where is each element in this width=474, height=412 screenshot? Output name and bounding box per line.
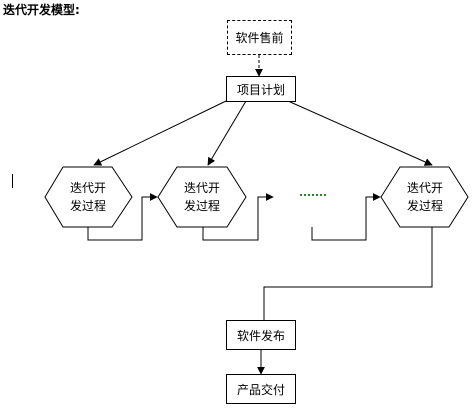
iteration-n-line-2: 发过程 [406,199,443,213]
iteration-n-hexagon [380,166,469,228]
planning-box: 项目计划 [226,76,296,102]
planning-label: 项目计划 [236,82,285,97]
connector-iteration-2-out [202,193,274,241]
arrow-planning-to-iteration-2 [207,100,247,166]
iteration-2-label: 迭代开 发过程 [157,179,247,215]
release-box: 软件发布 [226,320,296,350]
page-title: 迭代开发模型: [3,3,80,17]
connector-iteration-n-to-release [263,227,433,320]
delivery-box: 产品交付 [226,374,296,404]
arrow-planning-to-iteration-n [287,100,433,166]
delivery-label: 产品交付 [236,382,285,397]
iteration-2-line-2: 发过程 [183,199,220,213]
arrow-planning-to-iteration-1 [93,100,227,166]
iteration-n-label: 迭代开 发过程 [380,179,470,215]
iteration-1-label: 迭代开 发过程 [43,179,133,215]
iteration-1-hexagon [44,166,133,228]
connector-iteration-1-to-2 [87,193,158,241]
iteration-2-hexagon [157,166,247,228]
text-cursor-mark [12,174,13,188]
release-label: 软件发布 [236,328,285,343]
connector-into-iteration-n [311,193,381,241]
iteration-1-line-1: 迭代开 [69,181,106,195]
iteration-2-line-1: 迭代开 [183,181,220,195]
iteration-1-line-2: 发过程 [69,199,106,213]
iteration-n-line-1: 迭代开 [406,181,443,195]
presales-label: 软件售前 [235,31,284,45]
presales-box: 软件售前 [227,20,292,55]
